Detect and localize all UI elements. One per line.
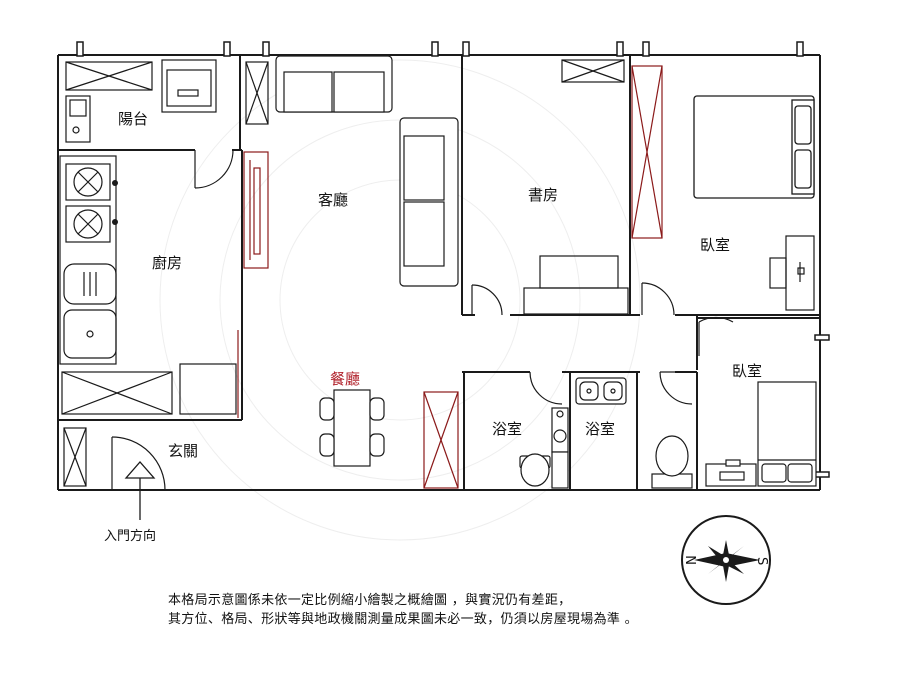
entry-direction-label: 入門方向 (104, 528, 156, 544)
bathroom-left-fixtures (519, 407, 569, 489)
label-dining-room: 餐廳 (330, 370, 360, 388)
label-bedroom-main: 臥室 (700, 236, 730, 254)
study-furniture (523, 59, 629, 315)
bathroom-right-fixtures (575, 377, 693, 489)
dining-table (319, 389, 385, 467)
bedroom-desk (769, 235, 815, 311)
bedroom-wardrobe (631, 65, 663, 239)
top-window-markers (76, 41, 804, 57)
outer-walls (57, 54, 821, 491)
label-kitchen: 廚房 (152, 254, 182, 272)
dining-cabinet (423, 391, 459, 489)
compass-south-label: S (754, 557, 769, 565)
kitchen-burner-knobs (112, 180, 118, 225)
label-balcony: 陽台 (118, 110, 148, 128)
interior-walls (58, 55, 820, 490)
label-entrance: 玄關 (168, 442, 198, 460)
double-bed (693, 95, 815, 199)
label-living-room: 客廳 (318, 191, 348, 209)
entry-arrow-icon (124, 461, 156, 520)
door-swings (111, 149, 734, 491)
label-bathroom-right: 浴室 (585, 420, 615, 438)
right-window-markers (814, 334, 830, 478)
living-cabinet (245, 61, 269, 125)
balcony-fixtures (65, 59, 217, 143)
label-bedroom-second: 臥室 (732, 362, 762, 380)
label-study: 書房 (528, 186, 558, 204)
sofa-top (275, 55, 393, 113)
sofa-side (399, 117, 459, 287)
tv-cabinet (243, 151, 269, 269)
disclaimer-line-1: 本格局示意圖係未依一定比例縮小繪製之概繪圖 ，與實況仍有差距， (168, 593, 572, 608)
second-bedroom-desk (705, 459, 757, 487)
compass-icon (681, 515, 771, 605)
disclaimer-line-2: 其方位、格局、形狀等與地政機關測量成果圖未必一致，仍須以房屋現場為準 。 (168, 612, 638, 627)
kitchen-counter (59, 155, 237, 415)
entrance-cabinet (63, 427, 87, 487)
single-bed (757, 381, 817, 487)
compass-north-label: N (685, 555, 700, 565)
label-bathroom-left: 浴室 (492, 420, 522, 438)
